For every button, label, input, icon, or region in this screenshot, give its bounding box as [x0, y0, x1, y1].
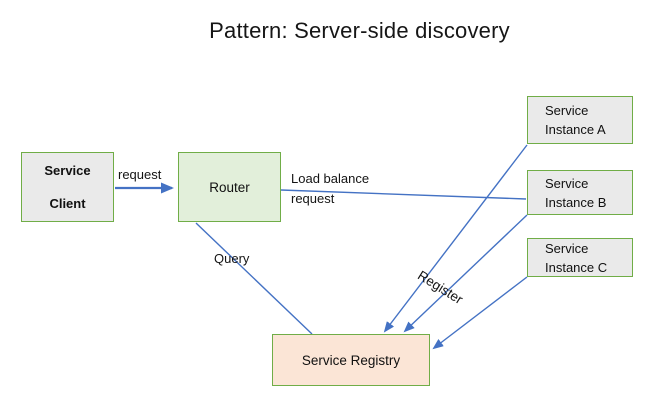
edge-register-c-arrow — [432, 276, 528, 350]
instance-c-line1: Service — [545, 240, 589, 256]
service-registry-label: Service Registry — [301, 352, 401, 368]
edge-label-query: Query — [214, 251, 250, 266]
edge-load-balance-line — [280, 189, 527, 200]
router-label: Router — [209, 179, 250, 195]
node-service-client: Service Client — [21, 152, 114, 222]
edge-register-a-arrow — [383, 144, 528, 333]
node-router: Router — [178, 152, 281, 222]
instance-a-line2: Instance A — [545, 122, 606, 137]
node-service-registry: Service Registry — [272, 334, 430, 386]
edge-label-request: request — [118, 167, 162, 182]
edge-register-b-arrow — [403, 214, 528, 333]
service-client-line1: Service — [44, 163, 91, 178]
instance-c-line2: Instance C — [545, 259, 608, 275]
edge-label-load-balance-line2: request — [291, 191, 335, 206]
node-service-instance-a: Service Instance A — [527, 96, 633, 144]
node-service-instance-c: Service Instance C — [527, 238, 633, 277]
node-service-instance-b: Service Instance B — [527, 170, 633, 215]
instance-b-line1: Service — [545, 175, 589, 191]
instance-a-line1: Service — [545, 103, 589, 118]
diagram-title: Pattern: Server-side discovery — [209, 18, 510, 43]
instance-b-line2: Instance B — [545, 194, 607, 210]
edge-query-line — [195, 222, 313, 335]
edge-label-load-balance: Load balance request — [291, 169, 369, 209]
edge-label-load-balance-line1: Load balance — [291, 171, 370, 186]
service-client-line2: Client — [49, 196, 86, 211]
